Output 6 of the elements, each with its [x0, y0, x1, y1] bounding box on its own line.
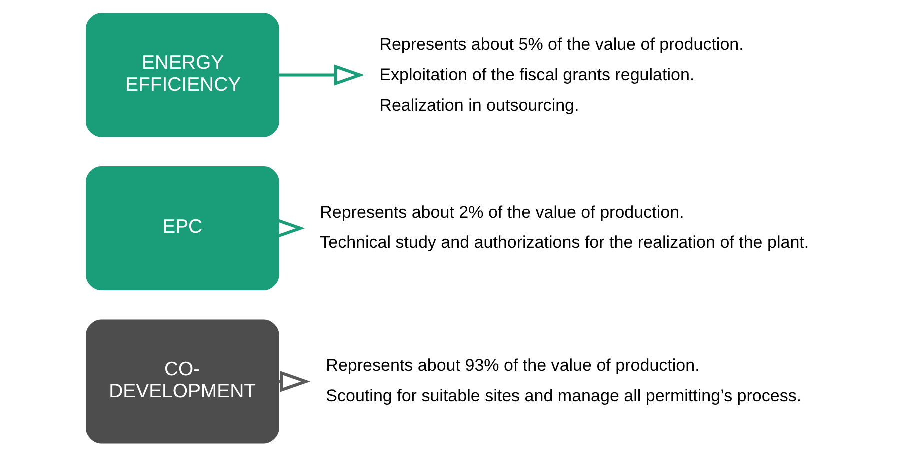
node-box: CO- DEVELOPMENT	[86, 319, 280, 444]
arrow	[278, 64, 365, 86]
node-box: ENERGY EFFICIENCY	[86, 12, 280, 137]
node-text: Represents about 2% of the value of production. Technical study and authorizations for the realization of the plant.	[320, 202, 810, 252]
node-text: Represents about 93% of the value of production. Scouting for suitable sites and manage all permitting’s process.	[326, 356, 802, 405]
node-text: Represents about 5% of the value of production. Exploitation of the fiscal grants regulation. Realization in outsourcing.	[380, 34, 744, 114]
